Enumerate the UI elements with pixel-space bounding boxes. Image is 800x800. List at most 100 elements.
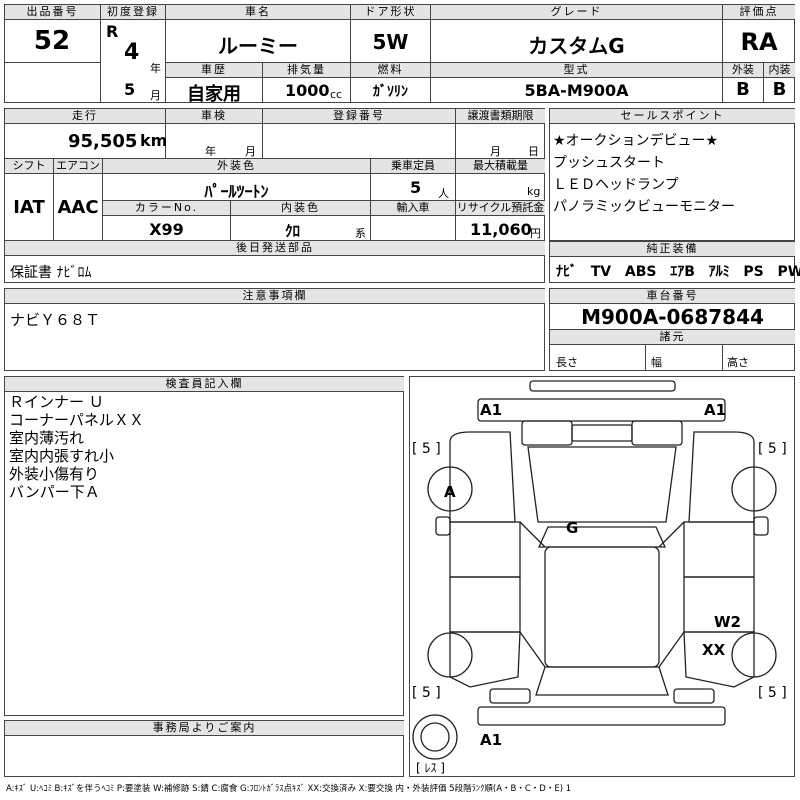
exterior-grade: B — [736, 79, 750, 100]
color-no-label: カラーNo. — [103, 201, 230, 216]
selling-points-label: セールスポイント — [550, 109, 795, 124]
grade: カスタムG — [528, 34, 625, 58]
inspector-line: コーナーパネルＸＸ — [9, 411, 144, 429]
import-label: 輸入車 — [371, 201, 455, 216]
car-diagram: A1 A1 A G W2 XX A1 [ 5 ] [ 5 ] [ 5 ] [ 5… — [409, 376, 795, 777]
seats-unit: 人 — [438, 187, 449, 200]
selling-points-section — [549, 108, 795, 241]
selling-point: ＬＥＤヘッドランプ — [553, 177, 679, 193]
interior-color: ｸﾛ — [285, 222, 301, 240]
car-name-label: 車名 — [166, 5, 350, 20]
inspector-line: バンパー下Ａ — [9, 483, 100, 501]
transfer-deadline-label: 譲渡書類期限 — [456, 109, 545, 124]
color-no: X99 — [149, 220, 184, 239]
tire-rear-left: [ 5 ] — [412, 685, 441, 701]
chassis-number: M900A-0687844 — [581, 305, 764, 329]
tire-rear-right: [ 5 ] — [758, 685, 787, 701]
interior-color-label: 内装色 — [231, 201, 370, 216]
mileage-label: 走行 — [5, 109, 165, 124]
inspector-label: 検査員記入欄 — [5, 377, 404, 392]
door-label: ドア形状 — [351, 5, 430, 20]
chassis-label: 車台番号 — [550, 289, 795, 304]
seats: 5 — [410, 178, 422, 197]
damage-mark-a: A — [444, 483, 456, 501]
model-code: 5BA-M900A — [524, 81, 629, 100]
inspector-notes: Ｒインナー Ｕ コーナーパネルＸＸ 室内薄汚れ 室内内張すれ小 外装小傷有り バ… — [9, 393, 144, 501]
inspector-line: 室内内張すれ小 — [9, 447, 115, 465]
notes-section — [4, 288, 545, 371]
later-parts-label: 後日発送部品 — [5, 241, 545, 256]
max-load-unit: kg — [527, 185, 541, 198]
equipment-item: ABS — [624, 264, 657, 280]
first-reg-label: 初度登録 — [101, 5, 165, 20]
reg-month: 5 — [124, 80, 136, 99]
damage-mark-a1-front-right: A1 — [704, 401, 727, 419]
score: RA — [740, 28, 778, 56]
width-label: 幅 — [651, 356, 662, 369]
displacement-unit: cc — [330, 88, 343, 101]
equipment-list: ﾅﾋﾞ TV ABS ｴｱB ｱﾙﾐ PS PW — [556, 261, 800, 281]
inspector-line: 外装小傷有り — [9, 465, 100, 483]
inspection-label: 車検 — [166, 109, 262, 124]
notes-label: 注意事項欄 — [5, 289, 545, 304]
exterior-color: ﾊﾟｰﾙﾂｰﾄﾝ — [204, 182, 269, 201]
height-label: 高さ — [727, 356, 749, 369]
equipment-item: ﾅﾋﾞ — [556, 264, 577, 280]
year-unit: 年 — [150, 62, 161, 75]
era: R — [106, 22, 119, 41]
ac-label: エアコン — [54, 159, 102, 174]
lot-number: 52 — [33, 26, 71, 56]
model-label: 型式 — [431, 63, 722, 78]
recycle-fee: 11,060 — [470, 220, 532, 239]
ac: AAC — [57, 197, 99, 218]
transfer-month-unit: 月 — [490, 145, 501, 158]
spare-tire: [ ﾚｽ ] — [416, 761, 445, 775]
month-unit: 月 — [150, 89, 161, 102]
reg-year: 4 — [124, 40, 140, 65]
shift: IAT — [13, 197, 45, 218]
recycle-unit: 円 — [530, 227, 541, 240]
interior-grade: B — [772, 79, 787, 100]
door-type: 5W — [372, 30, 409, 54]
score-label: 評価点 — [723, 5, 795, 20]
inspection-year-unit: 年 — [205, 145, 216, 158]
recycle-label: リサイクル預託金 — [456, 201, 545, 216]
damage-mark-xx: XX — [702, 641, 726, 659]
history-label: 車歴 — [166, 63, 262, 78]
office-section — [4, 720, 404, 777]
equipment-item: TV — [590, 264, 612, 280]
mileage: 95,505 — [68, 131, 138, 152]
inspector-line: Ｒインナー Ｕ — [9, 393, 104, 411]
selling-point: パノラミックビューモニター — [553, 199, 735, 215]
exterior-color-label: 外装色 — [103, 159, 370, 174]
top-section — [4, 4, 795, 103]
car-name: ルーミー — [218, 34, 298, 58]
shift-label: シフト — [5, 159, 53, 174]
notes: ナビＹ６８Ｔ — [10, 311, 101, 329]
interior-label: 内装 — [764, 63, 795, 78]
specs-section — [4, 108, 545, 283]
max-load-label: 最大積載量 — [456, 159, 545, 174]
car-body-diagram — [412, 380, 777, 760]
equipment-label: 純正装備 — [550, 242, 795, 257]
fuel: ｶﾞｿﾘﾝ — [373, 84, 408, 100]
exterior-label: 外装 — [723, 63, 763, 78]
grade-label: グレード — [431, 5, 722, 20]
damage-mark-w2: W2 — [714, 613, 741, 631]
inspector-section — [4, 376, 404, 716]
damage-mark-g: G — [566, 519, 579, 537]
tire-front-left: [ 5 ] — [412, 441, 441, 457]
fuel-label: 燃料 — [351, 63, 430, 78]
selling-point: プッシュスタート — [553, 155, 665, 171]
selling-point: ★オークションデビュー★ — [553, 133, 719, 149]
plate-label: 登録番号 — [263, 109, 455, 124]
lot-label: 出品番号 — [5, 5, 100, 20]
equipment-item: ｴｱB — [670, 264, 695, 280]
equipment-section — [549, 241, 795, 283]
equipment-item: ｱﾙﾐ — [708, 264, 730, 280]
length-label: 長さ — [556, 356, 578, 369]
displacement: 1000 — [285, 81, 330, 100]
history: 自家用 — [187, 84, 241, 105]
transfer-day-unit: 日 — [528, 145, 539, 158]
displacement-label: 排気量 — [263, 63, 350, 78]
